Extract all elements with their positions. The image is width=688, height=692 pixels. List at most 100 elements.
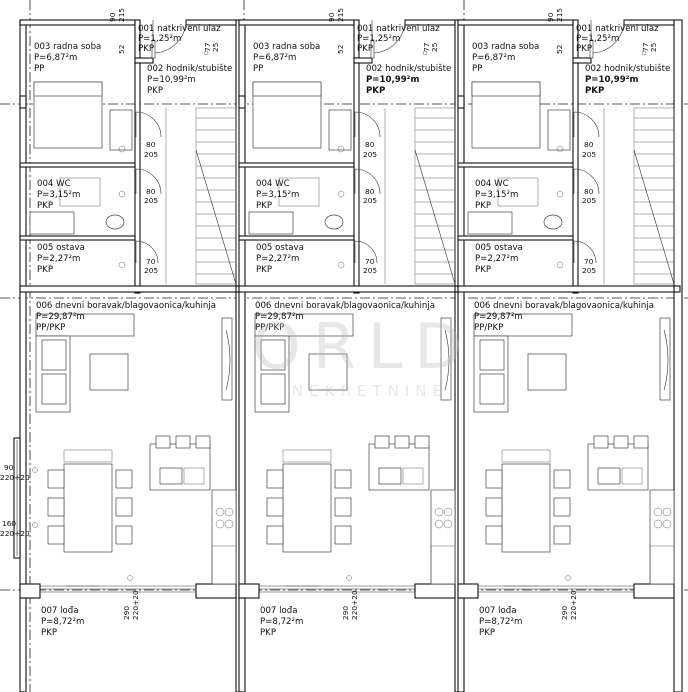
dim-door-80: 80 xyxy=(365,140,375,149)
dim-door-77: 77 xyxy=(203,42,212,52)
living-top-wall xyxy=(238,285,460,293)
room-area-wc: P=3,15²m xyxy=(256,190,299,200)
dim-door-52: 52 xyxy=(117,45,126,54)
room-area-hodnik: P=10,99²m xyxy=(366,75,419,85)
dim-loggia-sill: 220+20 xyxy=(350,590,359,620)
room-floor-radna-soba: PP xyxy=(34,64,44,74)
room-name-loda: 007 lođa xyxy=(479,606,517,616)
dim-door-205-c: 205 xyxy=(144,266,158,275)
room-name-hodnik: 002 hodnik/stubište xyxy=(585,63,670,74)
dim-entry-height: 215 xyxy=(117,8,126,22)
room-name-radna-soba: 003 radna soba xyxy=(472,42,539,52)
dim-door-70: 70 xyxy=(365,257,375,266)
dim-loggia-290: 290 xyxy=(122,606,131,620)
wc-door xyxy=(573,111,600,138)
room-floor-wc: PKP xyxy=(475,201,491,211)
watermark-text: NEKRETNINE xyxy=(292,382,448,400)
room-floor-dnevni-boravak: PP/PKP xyxy=(255,323,284,333)
dim-door-52: 52 xyxy=(555,45,564,54)
room-floor-natkriveni-ulaz: PKP xyxy=(138,44,154,54)
room-floor-hodnik: PKP xyxy=(366,86,385,96)
living-top-wall xyxy=(19,285,241,293)
dim-door-80-b: 80 xyxy=(365,187,375,196)
dim-door-205-c: 205 xyxy=(363,266,377,275)
dim-door-80-b: 80 xyxy=(584,187,594,196)
living-top-wall xyxy=(457,285,679,293)
room-area-dnevni-boravak: P=29,87²m xyxy=(36,312,85,322)
corridor-wall xyxy=(572,62,579,294)
room-name-dnevni-boravak: 006 dnevni boravak/blagovaonica/kuhinja xyxy=(255,301,435,311)
entry-wall xyxy=(134,57,154,64)
room-name-radna-soba: 003 radna soba xyxy=(253,42,320,52)
bottom-pillar xyxy=(19,583,41,599)
coffee-table xyxy=(89,353,129,391)
dim-entry-width: 90 xyxy=(546,12,555,22)
room-floor-wc: PKP xyxy=(256,201,272,211)
tv-unit xyxy=(221,317,233,401)
sofa xyxy=(473,313,573,413)
dim-door-205: 205 xyxy=(363,150,377,159)
window-sill-2: 220+20 xyxy=(0,529,30,538)
room-floor-ostava: PKP xyxy=(37,265,53,275)
dim-entry-height: 215 xyxy=(555,8,564,22)
dim-entry-width: 90 xyxy=(108,12,117,22)
room-floor-loda: PKP xyxy=(41,628,57,638)
entry-wall xyxy=(353,57,373,64)
room-floor-loda: PKP xyxy=(479,628,495,638)
dim-entry-width: 90 xyxy=(327,12,336,22)
loggia-wall xyxy=(19,597,27,692)
room-name-loda: 007 lođa xyxy=(260,606,298,616)
room-area-hodnik: P=10,99²m xyxy=(585,75,638,85)
room-floor-ostava: PKP xyxy=(475,265,491,275)
corridor-wall xyxy=(134,62,141,294)
bottom-pillar xyxy=(457,583,479,599)
dim-door-205: 205 xyxy=(582,150,596,159)
coffee-table xyxy=(527,353,567,391)
room-floor-wc: PKP xyxy=(37,201,53,211)
dim-door-80: 80 xyxy=(584,140,594,149)
storage-wall xyxy=(19,235,136,241)
room-floor-hodnik: PKP xyxy=(585,86,604,96)
wc-fixtures xyxy=(248,177,344,235)
bed xyxy=(252,81,322,149)
sofa xyxy=(35,313,135,413)
dim-door-80-b: 80 xyxy=(146,187,156,196)
window-sill-1: 220+20 xyxy=(0,473,30,482)
staircase xyxy=(165,107,237,285)
storage-door xyxy=(135,240,159,264)
dim-door-25: 25 xyxy=(649,42,658,52)
dim-loggia-sill: 220+20 xyxy=(131,590,140,620)
dim-loggia-sill: 220+20 xyxy=(569,590,578,620)
entry-wall xyxy=(572,57,592,64)
storage-wall xyxy=(457,235,574,241)
bottom-pillar xyxy=(238,583,260,599)
room-area-natkriveni-ulaz: P=1,25²m xyxy=(138,34,181,44)
coffee-table xyxy=(308,353,348,391)
room-name-natkriveni-ulaz: 001 natkriveni ulaz xyxy=(357,24,440,34)
dim-door-205-c: 205 xyxy=(582,266,596,275)
dim-door-205-b: 205 xyxy=(144,196,158,205)
room-area-ostava: P=2,27²m xyxy=(256,254,299,264)
room-name-ostava: 005 ostava xyxy=(475,243,523,253)
room-area-radna-soba: P=6,87²m xyxy=(34,53,77,63)
wc-door-2 xyxy=(354,168,381,195)
kitchen xyxy=(368,435,456,585)
room-area-loda: P=8,72²m xyxy=(41,617,84,627)
dim-door-70: 70 xyxy=(584,257,594,266)
dining-table xyxy=(485,449,571,553)
room-area-hodnik: P=10,99²m xyxy=(147,75,196,85)
storage-wall xyxy=(238,235,355,241)
room-floor-ostava: PKP xyxy=(256,265,272,275)
room-area-natkriveni-ulaz: P=1,25²m xyxy=(357,34,400,44)
loggia-wall xyxy=(457,597,465,692)
dim-door-77: 77 xyxy=(422,42,431,52)
room-area-wc: P=3,15²m xyxy=(475,190,518,200)
room-name-dnevni-boravak: 006 dnevni boravak/blagovaonica/kuhinja xyxy=(36,301,216,311)
kitchen xyxy=(149,435,237,585)
staircase xyxy=(384,107,456,285)
dim-door-205-b: 205 xyxy=(582,196,596,205)
room-area-wc: P=3,15²m xyxy=(37,190,80,200)
wall-stub xyxy=(19,95,27,109)
